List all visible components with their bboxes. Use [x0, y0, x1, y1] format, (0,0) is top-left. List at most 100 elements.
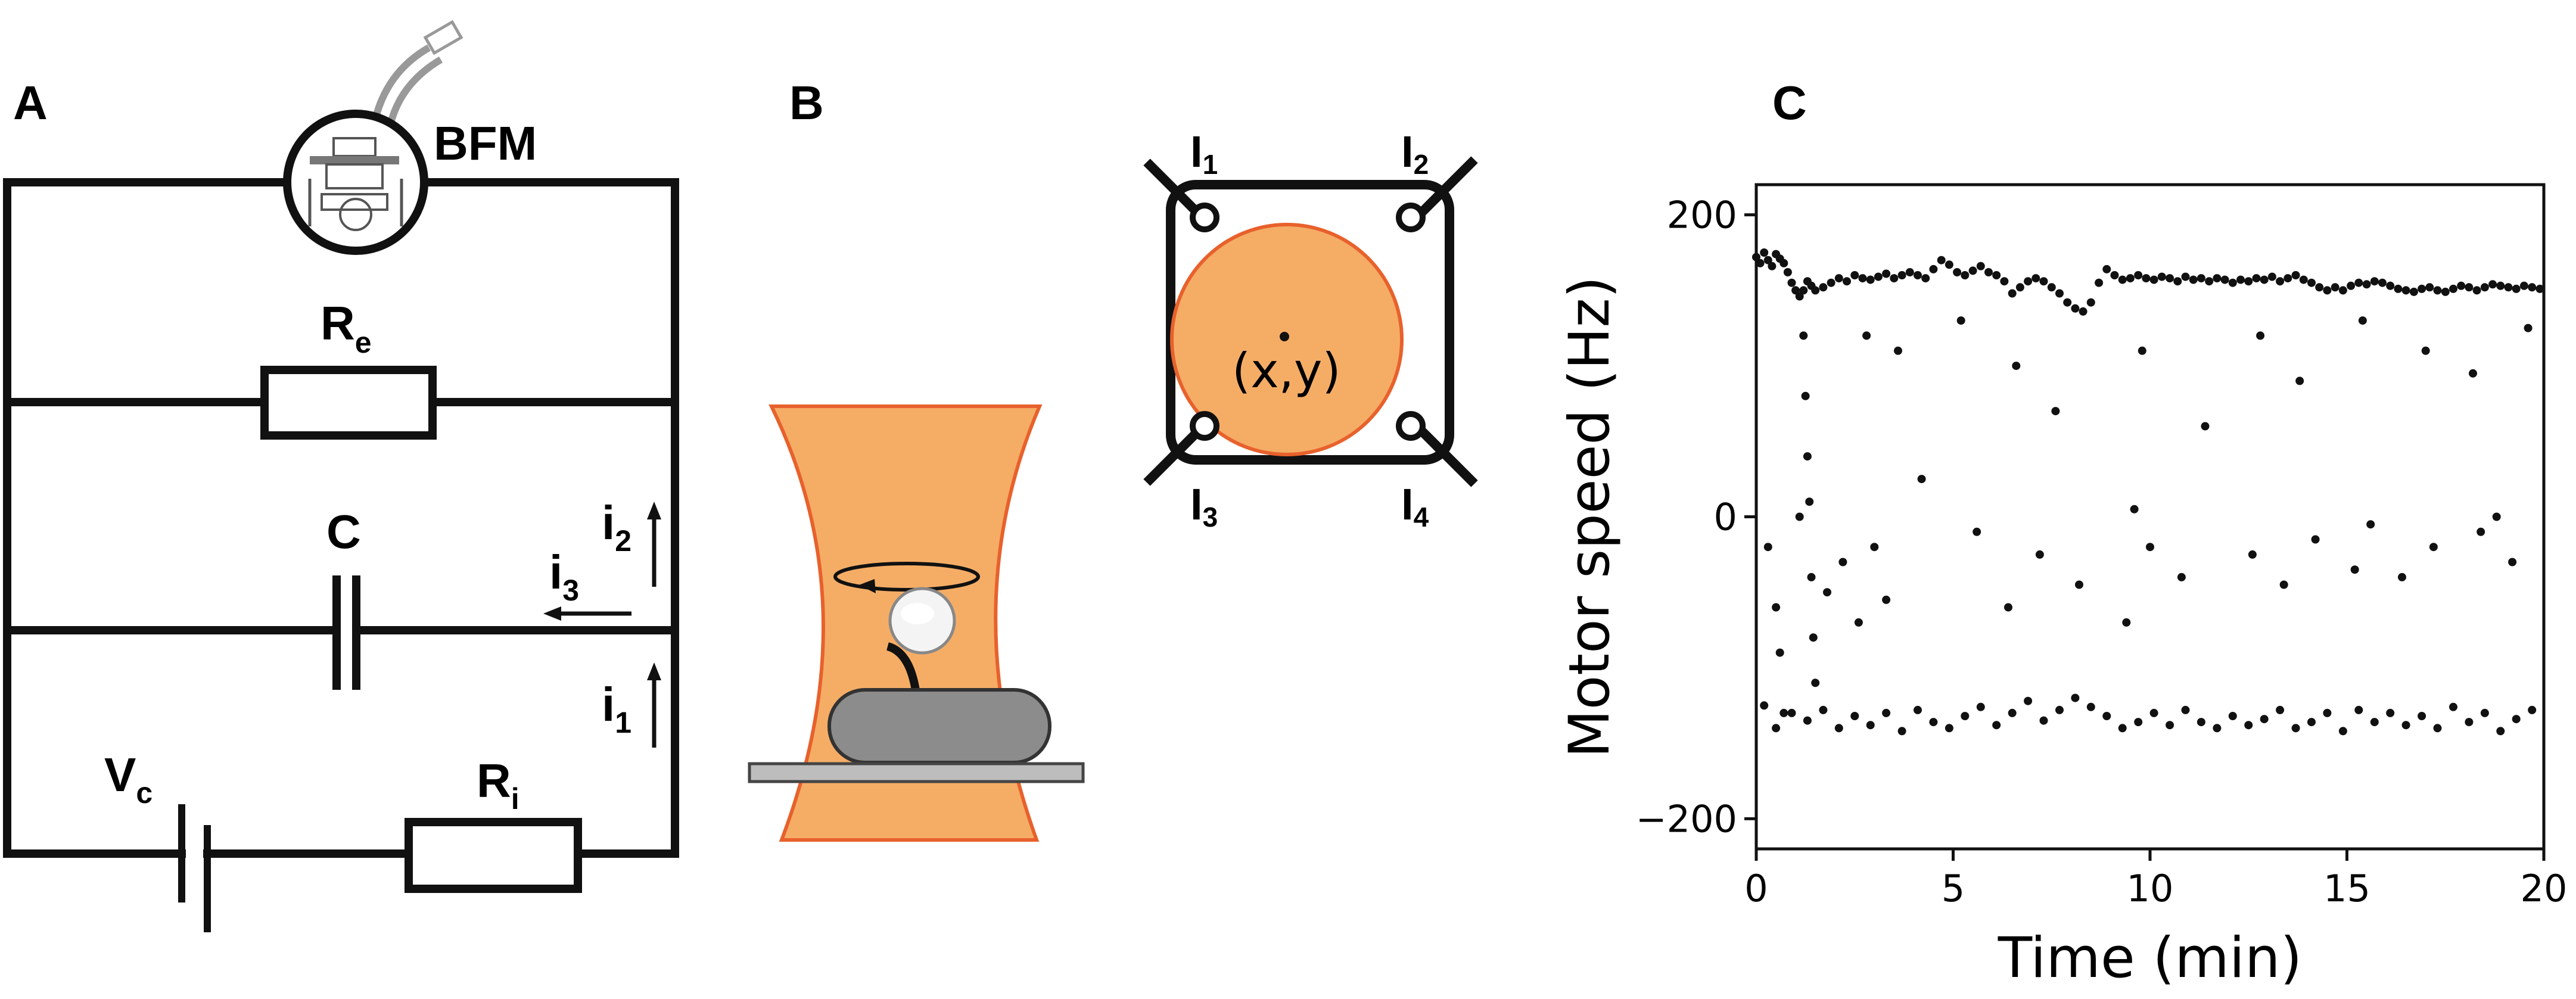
- data-point: [2134, 271, 2143, 279]
- bead-center-dot: [1280, 332, 1289, 341]
- data-point: [2418, 712, 2426, 720]
- quadrant-photodiode: [1143, 156, 1478, 487]
- data-point: [1787, 278, 1796, 287]
- data-point: [2181, 705, 2190, 714]
- data-point: [1763, 256, 1772, 264]
- data-point: [2496, 727, 2505, 736]
- data-point: [1791, 286, 1800, 295]
- data-point: [2118, 275, 2127, 284]
- data-point: [1803, 452, 1812, 461]
- data-point: [1866, 275, 1875, 284]
- data-point: [1882, 269, 1891, 278]
- data-point: [2024, 696, 2033, 705]
- data-point: [1783, 268, 1792, 276]
- data-point: [2134, 718, 2143, 727]
- data-point: [2075, 580, 2083, 589]
- data-point: [2465, 283, 2474, 292]
- data-point: [1823, 588, 1831, 597]
- x-tick-label: 20: [2521, 867, 2568, 910]
- data-point: [1929, 264, 1938, 273]
- data-point: [1775, 648, 1784, 657]
- data-point: [2126, 274, 2135, 283]
- data-point: [2394, 284, 2403, 293]
- re-label: Re: [321, 297, 372, 359]
- data-point: [2401, 721, 2410, 730]
- data-point: [2008, 289, 2017, 298]
- data-point: [1768, 262, 1777, 270]
- data-point: [2465, 718, 2474, 727]
- data-point: [1984, 268, 1993, 276]
- data-point: [2008, 708, 2017, 717]
- data-point: [2528, 705, 2537, 714]
- data-point: [2276, 277, 2285, 286]
- data-point: [2102, 712, 2111, 720]
- data-point: [2535, 284, 2544, 293]
- data-point: [2244, 277, 2253, 286]
- vc-label: Vc: [104, 748, 153, 810]
- data-point: [1976, 262, 1985, 270]
- data-point: [1858, 274, 1867, 283]
- data-point: [2418, 284, 2426, 293]
- data-point: [2267, 272, 2276, 281]
- quadrant-2-label: I2: [1401, 127, 1429, 180]
- data-point: [2149, 708, 2158, 717]
- data-point: [2283, 274, 2292, 283]
- plot-frame: [1754, 183, 2546, 851]
- data-point: [2197, 274, 2205, 283]
- data-point: [1897, 271, 1906, 279]
- data-point: [2012, 362, 2021, 371]
- data-point: [1976, 702, 1985, 711]
- data-point: [2039, 277, 2048, 286]
- data-point: [1819, 283, 1828, 292]
- data-point: [2519, 281, 2528, 290]
- y-axis-label: Motor speed (Hz): [1557, 276, 1622, 758]
- x-axis-label: Time (min): [1998, 926, 2303, 991]
- data-point: [2401, 286, 2410, 295]
- data-point: [1795, 512, 1804, 521]
- data-point: [2492, 512, 2501, 521]
- data-point: [2370, 718, 2379, 727]
- data-point: [1854, 618, 1863, 627]
- data-point: [2213, 724, 2222, 733]
- data-point: [1811, 286, 1820, 295]
- data-point: [2512, 284, 2521, 293]
- data-point: [1914, 271, 1922, 279]
- data-point: [2354, 705, 2363, 714]
- data-point: [2338, 727, 2347, 736]
- panel-a: A BFM Re C: [3, 20, 679, 932]
- bead-highlight: [901, 603, 934, 624]
- coverslip-surface: [748, 762, 1085, 783]
- data-point: [1882, 595, 1891, 604]
- data-point: [1937, 256, 1946, 264]
- data-point: [2055, 705, 2064, 714]
- data-point: [2433, 286, 2442, 295]
- data-point: [2409, 287, 2418, 296]
- rotation-arrowhead: [859, 579, 876, 593]
- data-point: [1973, 527, 1981, 536]
- data-point: [2323, 708, 2332, 717]
- data-point: [2181, 272, 2190, 281]
- data-point: [2496, 281, 2505, 290]
- data-point: [2472, 286, 2481, 295]
- data-point: [2477, 527, 2485, 536]
- data-point: [2071, 304, 2080, 313]
- data-point: [2220, 275, 2229, 284]
- data-point: [1779, 259, 1788, 267]
- data-point: [1882, 708, 1891, 717]
- bfm-icon: [283, 20, 463, 255]
- data-point: [1929, 718, 1938, 727]
- data-point: [1760, 248, 1769, 257]
- data-point: [2488, 280, 2497, 289]
- data-point: [2031, 274, 2040, 283]
- data-point: [1811, 679, 1820, 687]
- data-point: [2331, 283, 2339, 292]
- data-point: [2086, 298, 2095, 307]
- data-point: [1805, 497, 1814, 506]
- data-point: [1809, 633, 1818, 642]
- data-point: [2457, 281, 2466, 290]
- data-point: [2122, 618, 2131, 627]
- data-point: [2398, 572, 2406, 581]
- data-point: [1756, 259, 1765, 267]
